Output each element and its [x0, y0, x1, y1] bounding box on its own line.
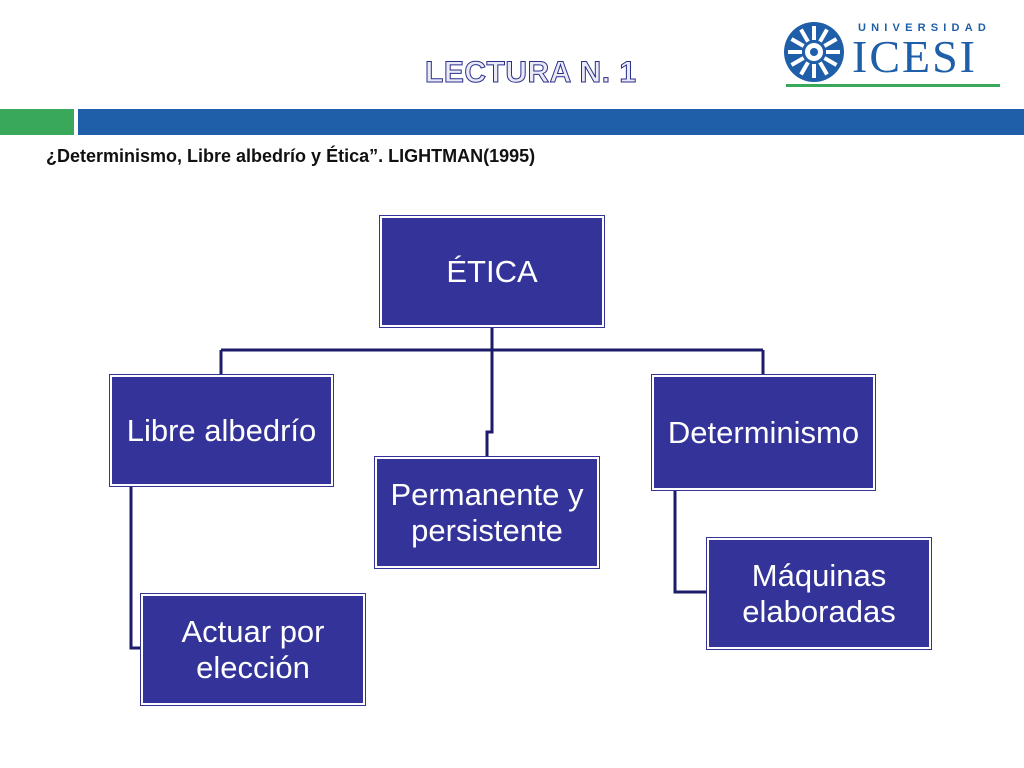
page-subtitle: ¿Determinismo, Libre albedrío y Ética”. … — [46, 146, 536, 166]
node-libre-albedrio-label: Libre albedrío — [126, 412, 317, 448]
university-logo — [782, 18, 1002, 90]
connector-right-child — [673, 490, 709, 594]
node-maquinas-label: Máquinas elaboradas — [742, 557, 896, 629]
node-actuar-por-eleccion: Actuar por elección — [141, 594, 365, 705]
connector-center — [485, 350, 494, 459]
connector-left-child — [129, 486, 143, 650]
logo-icesi-text: ICESI — [852, 31, 977, 82]
logo-university-text: UNIVERSIDAD — [858, 22, 991, 34]
sun-emblem-icon — [784, 22, 844, 82]
node-permanente: Permanente y persistente — [375, 457, 599, 568]
node-determinismo-label: Determinismo — [667, 414, 860, 450]
node-actuar-label: Actuar por elección — [181, 613, 325, 685]
header-bar-green — [0, 109, 74, 135]
page-title: LECTURA N. 1 — [425, 56, 637, 90]
node-determinismo: Determinismo — [652, 375, 875, 490]
node-permanente-label: Permanente y persistente — [390, 476, 584, 548]
node-libre-albedrio: Libre albedrío — [110, 375, 333, 486]
node-etica: ÉTICA — [380, 216, 604, 327]
node-etica-label: ÉTICA — [446, 253, 538, 289]
logo-underline — [786, 84, 1000, 87]
node-maquinas-elaboradas: Máquinas elaboradas — [707, 538, 931, 649]
header-bar-blue — [78, 109, 1024, 135]
